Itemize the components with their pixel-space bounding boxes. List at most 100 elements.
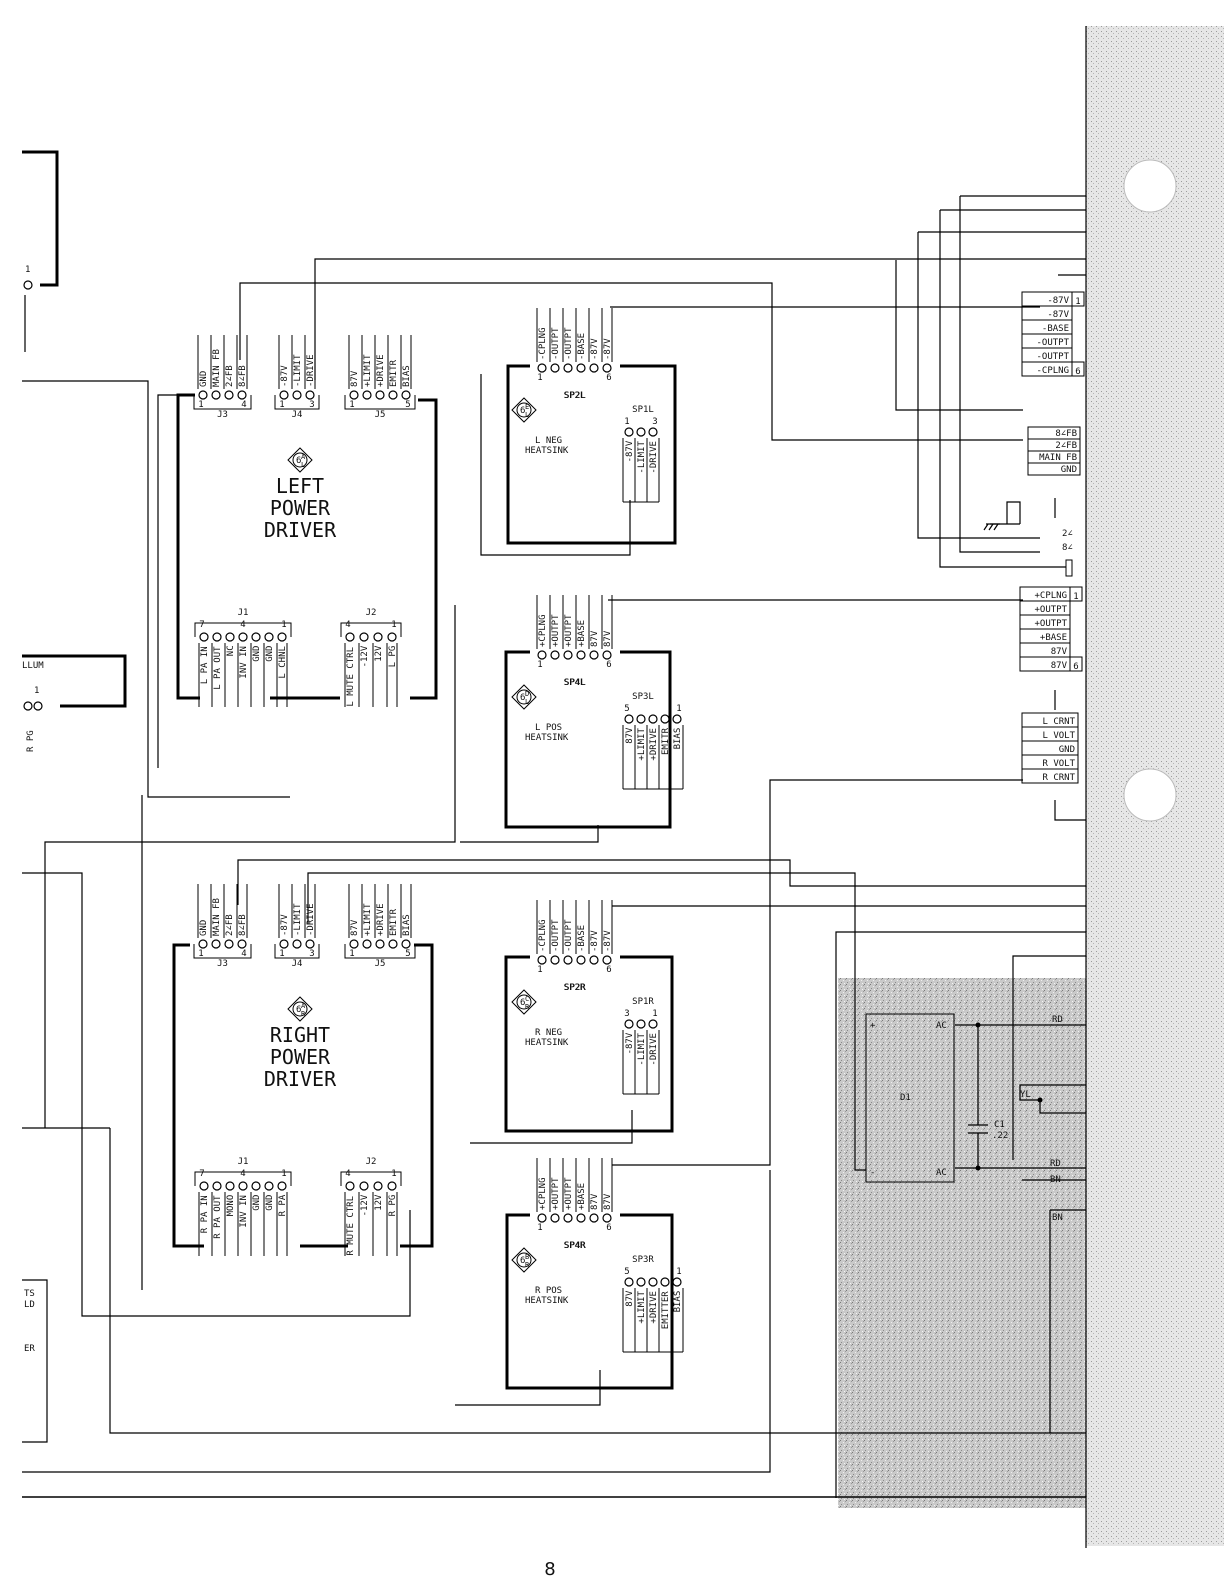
l-neg-heatsink-side-name: SP1L [632,405,654,415]
r-neg-heatsink-top-pin-first: 1 [537,965,542,975]
right-driver-j2-pin-last: 1 [391,1169,396,1179]
r-neg-heatsink-side-pin-last: 1 [652,1009,657,1019]
right-driver-j3-pin-label: GND [199,920,209,936]
r-neg-heatsink-top-pin-label: -87V [590,930,600,952]
capacitor-value: .22 [992,1131,1008,1141]
left-driver-j1-pin-label: L PA OUT [213,646,223,690]
wire-bn-1: BN [1050,1175,1061,1185]
r-neg-heatsink-top-pin-label: -BASE [577,925,587,952]
left-driver-j2-pin-last: 1 [391,620,396,630]
left-driver-j2-pin-label: L MUTE CTRL [346,647,356,707]
right-driver-j2-name: J2 [366,1157,377,1167]
neg-connector-row: -BASE [1042,324,1069,334]
l-neg-heatsink-top-pin-label: -OUTPT [564,327,574,360]
right-driver-j1-pin-label: MONO [226,1195,236,1217]
svg-text:R: R [525,1261,530,1269]
r-pos-heatsink-top-pin-label: +OUTPT [564,1177,574,1210]
status-connector-row: GND [1059,745,1075,755]
right-driver-j2-pin-label: R PG [388,1195,398,1217]
l-neg-heatsink-label: L NEG [535,436,562,446]
left-driver-j3-pin-label: 8∠FB [238,365,248,387]
right-driver-j5-pin-label: 87V [350,919,360,936]
l-neg-heatsink-top-name: SP2L [564,391,586,401]
status-connector-row: R VOLT [1042,759,1075,769]
l-pos-heatsink-top-name: SP4L [564,678,586,688]
right-driver-j1-name: J1 [238,1157,249,1167]
feedback-small-label: 2∠ [1062,529,1073,539]
svg-text:D: D [525,690,529,698]
neg-connector-row: -87V [1047,296,1069,306]
left-driver-title: LEFT [276,474,324,498]
illum-pin: 1 [34,686,39,696]
left-driver-j3-name: J3 [217,410,228,420]
right-driver-j5-pin-label: EMITR [389,908,399,936]
pos-connector-row: 87V [1051,661,1068,671]
l-neg-heatsink-top-pin-first: 1 [537,373,542,383]
r-neg-heatsink-top-pin-label: -CPLNG [538,919,548,952]
page-number: 8 [544,1559,555,1580]
r-pos-heatsink-side-pin-label: +DRIVE [649,1291,659,1324]
left-driver-title: POWER [270,496,331,520]
left-driver-j4-pin-last: 3 [309,400,314,410]
left-driver-j4-pin-label: -LIMIT [293,354,303,387]
left-driver-j1-name: J1 [238,608,249,618]
right-driver-j2-pin-first: 4 [345,1169,350,1179]
pos-connector-pin-first: 1 [1073,592,1078,602]
left-driver-j5-pin-label: BIAS [402,365,412,387]
right-driver-j5-pin-label: +DRIVE [376,903,386,936]
svg-text:L: L [525,698,529,706]
left-driver-j4-pin-label: -DRIVE [306,354,316,387]
l-neg-heatsink-top-pin-label: -87V [603,338,613,360]
r-neg-heatsink-side-pin-label: -87V [625,1032,635,1054]
right-driver-j4-name: J4 [292,959,303,969]
svg-text:B: B [525,1253,529,1261]
illum-label: LLUM [22,661,44,671]
r-pos-heatsink-side-pin-last: 1 [676,1267,681,1277]
l-pos-heatsink-top-pin-label: +BASE [577,620,587,647]
wire-yl: YL [1020,1090,1031,1100]
r-pos-heatsink-side-pin-label: +LIMIT [637,1291,647,1324]
l-pos-heatsink-top-pin-label: +CPLNG [538,614,548,647]
r-neg-heatsink-top-pin-last: 6 [606,965,611,975]
right-driver-j1-pin-label: GND [252,1195,262,1211]
wire-bn-2: BN [1052,1213,1063,1223]
right-driver-j4-pin-label: -DRIVE [306,903,316,936]
right-driver-j4-pin-last: 3 [309,949,314,959]
rectifier-minus: - [870,1168,875,1178]
right-driver-j3-pin-label: 2∠FB [225,914,235,936]
left-edge-pin: 1 [25,265,30,275]
punch-hole [1123,159,1177,213]
l-neg-heatsink-top-name: SP2L [564,391,586,401]
rectifier-ac-top: AC [936,1021,947,1031]
l-pos-heatsink-side-pin-label: +LIMIT [637,728,647,761]
right-driver-j2-pin-label: 12V [374,1194,384,1211]
right-driver-j5-pin-last: 5 [405,949,410,959]
left-driver-j1-pin-label: GND [252,646,262,662]
right-driver-j1-pin-label: R PA IN [200,1195,210,1233]
svg-text:6: 6 [296,456,301,466]
l-pos-heatsink-top-pin-label: 87V [590,630,600,647]
feedback-small-label: 8∠ [1062,543,1073,553]
r-neg-heatsink-side-pin-first: 3 [624,1009,629,1019]
right-driver-j1-pin-label: R PA OUT [213,1195,223,1239]
left-edge-fragment: TS [24,1289,35,1299]
neg-connector-row: -CPLNG [1036,366,1069,376]
right-driver-j3-name: J3 [217,959,228,969]
svg-text:6: 6 [296,1005,301,1015]
right-driver-j2-pin-label: -12V [360,1194,370,1216]
right-driver-j5-name: J5 [375,959,386,969]
r-neg-heatsink-top-pin-label: -87V [603,930,613,952]
svg-text:A: A [301,1002,306,1010]
left-driver-j5-name: J5 [375,410,386,420]
l-pos-heatsink-top-pin-label: +OUTPT [551,614,561,647]
component-outlines [172,364,955,1390]
right-driver-title: DRIVER [264,1067,337,1091]
l-pos-heatsink-top-name: SP4L [564,678,586,688]
scan-shade-region [838,978,1088,1508]
r-pos-heatsink-top-pin-last: 6 [606,1223,611,1233]
r-neg-heatsink-top-name: SP2R [564,983,586,993]
